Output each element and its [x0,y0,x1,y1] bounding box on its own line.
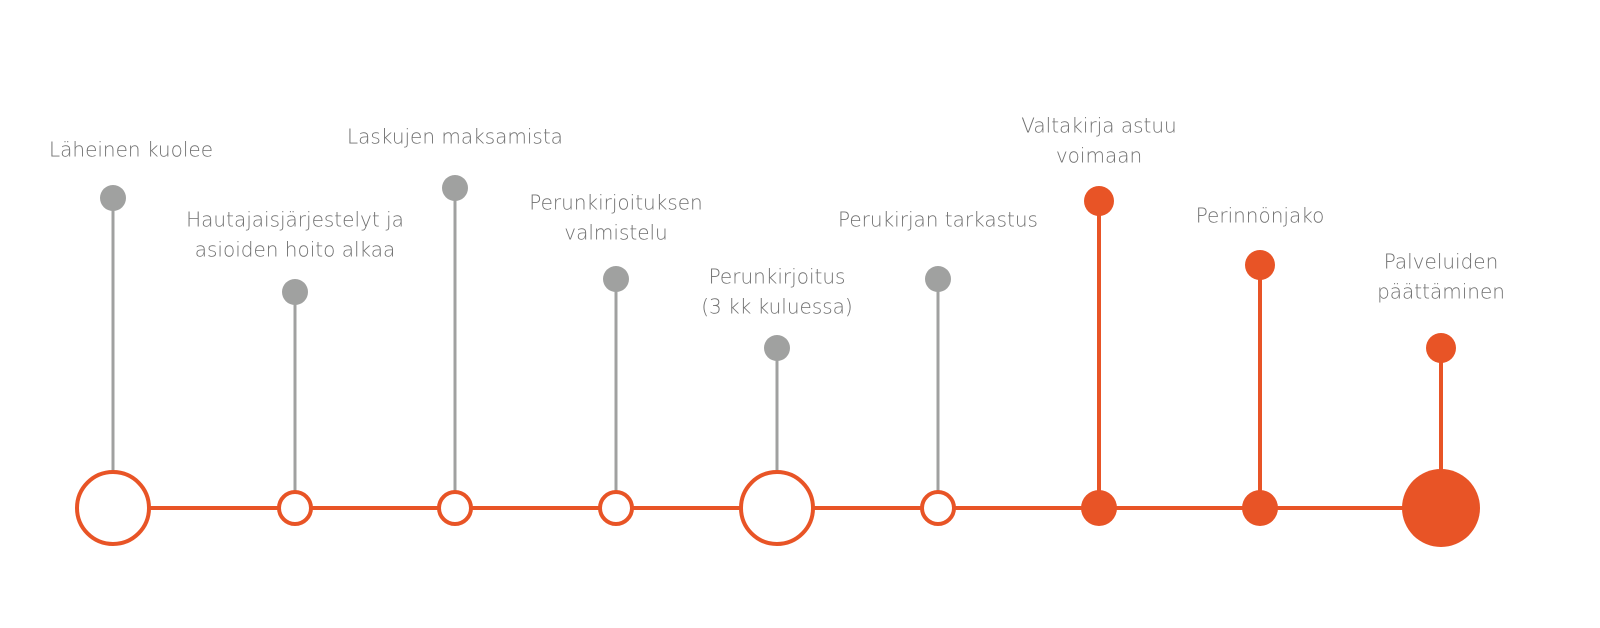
axis-node [739,470,815,546]
milestone-palveluiden-paattaminen: Palveluiden päättäminen [1377,250,1505,547]
milestone-perukirjan-tarkastus: Perukirjan tarkastus [838,208,1038,526]
top-dot [1426,333,1456,363]
top-dot [100,185,126,211]
axis-node [437,490,473,526]
milestone-perunkirjoituksen-valmistelu: Perunkirjoituksen valmistelu [529,191,703,526]
milestone-perinnonjako: Perinnönjako [1196,204,1325,526]
top-dot [282,279,308,305]
milestone-label: valmistelu [564,221,668,245]
milestone-label: asioiden hoito alkaa [195,238,396,262]
milestone-laheinen-kuolee: Läheinen kuolee [49,138,213,546]
top-dot [1084,186,1114,216]
top-dot [764,335,790,361]
top-dot [603,266,629,292]
axis-node [1242,490,1278,526]
milestone-label: Laskujen maksamista [347,125,563,149]
top-dot [442,175,468,201]
milestone-label: Perunkirjoitus [709,265,846,289]
axis-node [598,490,634,526]
milestone-label: Perunkirjoituksen [529,191,702,215]
milestone-label: Perukirjan tarkastus [838,208,1038,232]
milestone-label: Valtakirja astuu [1021,114,1176,138]
milestone-label: Hautajaisjärjestelyt ja [186,208,404,232]
top-dot [925,266,951,292]
milestone-label: (3 kk kuluessa) [701,295,852,319]
milestone-hautajaisjarjestelyt: Hautajaisjärjestelyt ja asioiden hoito a… [186,208,404,526]
milestone-label: päättäminen [1377,280,1505,304]
milestone-perunkirjoitus: Perunkirjoitus (3 kk kuluessa) [701,265,853,546]
milestone-valtakirja-astuu-voimaan: Valtakirja astuu voimaan [1021,114,1177,526]
axis-node [920,490,956,526]
axis-node [75,470,151,546]
top-dot [1245,250,1275,280]
milestone-label: Palveluiden [1384,250,1499,274]
milestone-laskujen-maksamista: Laskujen maksamista [347,125,563,526]
axis-node [1402,469,1480,547]
milestone-label: Läheinen kuolee [49,138,213,162]
axis-node [277,490,313,526]
axis-node [1081,490,1117,526]
milestone-label: voimaan [1056,144,1142,168]
milestone-label: Perinnönjako [1196,204,1325,228]
